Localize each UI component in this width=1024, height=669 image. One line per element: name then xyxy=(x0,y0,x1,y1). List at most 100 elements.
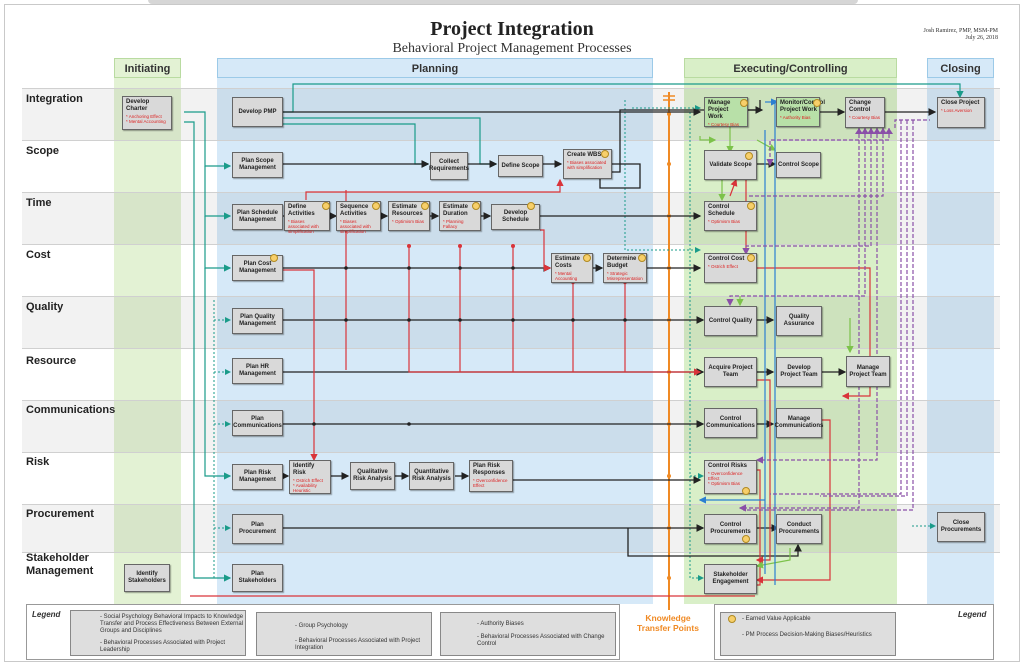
develop-charter-label: Develop Charter xyxy=(126,99,150,112)
plan-risk-responses-label: Plan Risk Responses xyxy=(473,463,506,476)
monitor-control-label: Monitor/Control Project Work xyxy=(780,100,825,113)
phase-executing-controlling: Executing/Controlling xyxy=(684,58,897,78)
plan-risk-responses-box[interactable]: Plan Risk Responses * Overconfidence Eff… xyxy=(469,460,513,492)
estimate-resources-label: Estimate Resources xyxy=(392,204,423,217)
phase-initiating: Initiating xyxy=(114,58,181,78)
plan-risk-label: Plan Risk Management xyxy=(239,470,276,483)
plan-schedule-box[interactable]: Plan Schedule Management xyxy=(232,204,283,230)
estimate-resources-box[interactable]: Estimate Resources * Optimism Bias xyxy=(388,201,430,231)
control-scope-label: Control Scope xyxy=(777,161,819,168)
develop-charter-box[interactable]: Develop Charter * Anchoring Effect * Men… xyxy=(122,96,172,130)
control-risks-box[interactable]: Control Risks * Overconfidence Effect * … xyxy=(704,460,757,494)
row-label-scope: Scope xyxy=(26,145,60,157)
legend-frame-right xyxy=(714,604,994,660)
control-comms-label: Control Communications xyxy=(706,416,755,429)
define-scope-box[interactable]: Define Scope xyxy=(498,155,543,177)
top-bar xyxy=(148,0,858,4)
identify-stakeholders-box[interactable]: Identify Stakeholders xyxy=(124,564,170,592)
control-comms-box[interactable]: Control Communications xyxy=(704,408,757,438)
estimate-costs-label: Estimate Costs xyxy=(555,256,581,269)
close-procurements-box[interactable]: Close Procurements xyxy=(937,512,985,542)
legend-box-social xyxy=(70,610,246,656)
earned-value-circle xyxy=(638,254,646,262)
develop-pmp-box[interactable]: Develop PMP xyxy=(232,97,283,127)
develop-team-label: Develop Project Team xyxy=(780,365,818,378)
legend-change-text: - Behavioral Processes Associated with C… xyxy=(477,634,605,647)
earned-value-circle xyxy=(747,202,755,210)
earned-value-circle xyxy=(583,254,591,262)
identify-risk-note: * Ostrich Effect * Availability Heuristi… xyxy=(293,478,323,493)
acquire-team-box[interactable]: Acquire Project Team xyxy=(704,357,757,387)
close-project-box[interactable]: Close Project * Loss Aversion xyxy=(937,97,985,128)
identify-risk-label: Identify Risk xyxy=(293,463,315,476)
manage-team-label: Manage Project Team xyxy=(849,364,887,378)
estimate-resources-note: * Optimism Bias xyxy=(392,219,425,224)
estimate-duration-label: Estimate Duration xyxy=(443,204,469,217)
author-name: Josh Ramirez, PMP, MSM-PM xyxy=(923,28,998,34)
diagram-title: Project Integration xyxy=(430,18,594,40)
collect-requirements-box[interactable]: Collect Requirements xyxy=(429,152,469,180)
author-info: Josh Ramirez, PMP, MSM-PM July 26, 2018 xyxy=(923,28,998,42)
manage-project-work-box[interactable]: Manage Project Work * Courtesy Bias xyxy=(704,97,748,127)
quantitative-box[interactable]: Quantitative Risk Analysis xyxy=(409,462,454,490)
plan-cost-label: Plan Cost Management xyxy=(239,261,276,274)
row-band-risk xyxy=(22,452,1000,504)
control-scope-box[interactable]: Control Scope xyxy=(776,152,821,178)
row-label-time: Time xyxy=(26,197,52,209)
legend-authority-text: - Authority Biases xyxy=(477,621,524,627)
quantitative-label: Quantitative Risk Analysis xyxy=(412,469,451,482)
row-label-stakeholder: Stakeholder Management xyxy=(26,552,94,577)
row-label-quality: Quality xyxy=(26,301,64,313)
plan-risk-box[interactable]: Plan Risk Management xyxy=(232,464,283,490)
legend-box-group xyxy=(256,612,432,656)
plan-comms-box[interactable]: Plan Communications xyxy=(232,410,283,436)
plan-hr-box[interactable]: Plan HR Management xyxy=(232,358,283,384)
earned-value-circle xyxy=(747,254,755,262)
monitor-control-box[interactable]: Monitor/Control Project Work * Authority… xyxy=(776,97,825,127)
sequence-activities-label: Sequence Activities xyxy=(340,204,369,217)
conduct-procurements-box[interactable]: Conduct Procurements xyxy=(776,514,822,544)
plan-hr-label: Plan HR Management xyxy=(239,364,276,377)
legend-box-earned xyxy=(720,612,896,656)
knowledge-transfer-label: Knowledge Transfer Points xyxy=(637,613,699,633)
earned-value-circle xyxy=(372,202,380,210)
manage-team-box[interactable]: Manage Project Team xyxy=(846,356,890,387)
qualitative-box[interactable]: Qualitative Risk Analysis xyxy=(350,462,395,490)
develop-charter-note: * Anchoring Effect * Mental Accounting xyxy=(126,114,166,124)
control-cost-label: Control Cost xyxy=(708,256,745,262)
legend-earned-value-text: - Earned Value Applicable xyxy=(742,616,811,622)
plan-quality-box[interactable]: Plan Quality Management xyxy=(232,308,283,334)
control-cost-note: * Ostrich Effect xyxy=(708,264,738,269)
plan-procurement-box[interactable]: Plan Procurement xyxy=(232,514,283,544)
define-activities-note: * Biases associated with simplification xyxy=(288,219,319,234)
legend-social-text: - Social Psychology Behavioral Impacts t… xyxy=(100,614,244,634)
control-quality-label: Control Quality xyxy=(708,317,753,324)
control-risks-note: * Overconfidence Effect * Optimism Bias xyxy=(708,471,743,486)
plan-stakeholders-box[interactable]: Plan Stakeholders xyxy=(232,564,283,592)
legend-frame xyxy=(26,604,620,660)
plan-scope-box[interactable]: Plan Scope Management xyxy=(232,152,283,178)
earned-value-circle xyxy=(813,99,821,107)
earned-value-circle xyxy=(270,254,278,262)
change-control-box[interactable]: Change Control * Courtesy Bias xyxy=(845,97,885,128)
plan-quality-label: Plan Quality Management xyxy=(239,314,276,327)
control-quality-box[interactable]: Control Quality xyxy=(704,306,757,336)
close-procurements-label: Close Procurements xyxy=(940,520,982,533)
stakeholder-engagement-box[interactable]: Stakeholder Engagement xyxy=(704,564,757,594)
estimate-duration-note: * Planning Fallacy xyxy=(443,219,464,229)
row-label-procurement: Procurement xyxy=(26,508,94,520)
legend-leadership-text: - Behavioral Processes Associated with P… xyxy=(100,640,226,653)
manage-comms-label: Manage Communications xyxy=(774,416,824,429)
legend-pm-process-text: - PM Process Decision-Making Biases/Heur… xyxy=(742,632,872,638)
manage-comms-box[interactable]: Manage Communications xyxy=(774,408,824,438)
legend-group-text: - Group Psychology xyxy=(295,623,348,629)
estimate-duration-box[interactable]: Estimate Duration * Planning Fallacy xyxy=(439,201,481,231)
identify-risk-box[interactable]: Identify Risk * Ostrich Effect * Availab… xyxy=(289,460,331,494)
develop-team-box[interactable]: Develop Project Team xyxy=(776,357,822,387)
row-band-scope xyxy=(22,140,1000,192)
stakeholder-engagement-label: Stakeholder Engagement xyxy=(712,572,749,585)
acquire-team-label: Acquire Project Team xyxy=(708,365,753,378)
earned-value-circle xyxy=(601,150,609,158)
plan-procurement-label: Plan Procurement xyxy=(238,522,276,535)
quality-assurance-box[interactable]: Quality Assurance xyxy=(776,306,822,336)
